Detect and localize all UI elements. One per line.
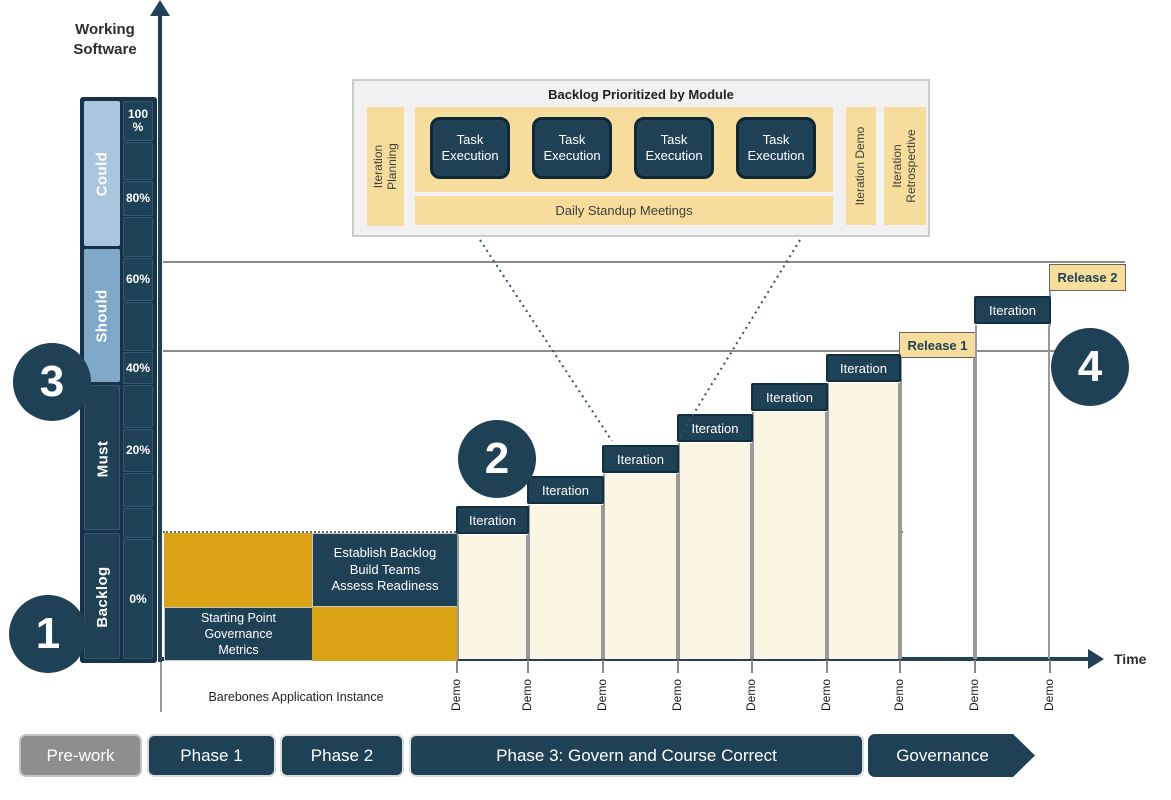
- demo-tick: [456, 660, 458, 673]
- step-marker-2: 2: [458, 420, 536, 498]
- starting-point-box: Starting Point Governance Metrics: [164, 607, 313, 661]
- step-marker-4: 4: [1051, 328, 1129, 406]
- scale-cell: 80%: [123, 181, 153, 216]
- iteration-box: Iteration: [677, 414, 753, 442]
- scale-cell: [123, 217, 153, 257]
- step-column: [603, 474, 678, 659]
- scale-cell: [123, 385, 153, 428]
- scale-cell: 40%: [123, 352, 153, 384]
- demo-tick: [899, 660, 901, 673]
- phase-bar-1: Pre-work: [19, 734, 142, 777]
- iteration-demo-label: Iteration Demo: [853, 126, 868, 206]
- demo-tick: [974, 660, 976, 673]
- x-axis-arrowhead-icon: [1088, 649, 1104, 669]
- task-execution-box: Task Execution: [532, 117, 612, 179]
- origin-tail-line: [160, 662, 162, 712]
- iteration-box: Iteration: [527, 476, 604, 504]
- task-execution-box: Task Execution: [634, 117, 714, 179]
- phase2-backlog-block: [312, 607, 458, 661]
- release-2-box: Release 2: [1049, 264, 1126, 291]
- phase1-backlog-block: [164, 533, 313, 607]
- scale-cell: [123, 473, 153, 507]
- priority-segment-must: Must: [84, 385, 120, 530]
- iteration-box: Iteration: [826, 354, 901, 382]
- demo-tick: [826, 660, 828, 673]
- scale-cell: 20%: [123, 429, 153, 472]
- iteration-planning-label: Iteration Planning: [370, 143, 399, 190]
- priority-segment-should: Should: [84, 249, 120, 382]
- demo-tick: [602, 660, 604, 673]
- x-axis-label: Time: [1114, 651, 1147, 667]
- iteration-box: Iteration: [456, 506, 529, 534]
- iteration-retrospective-label: Iteration Retrospective: [890, 129, 918, 203]
- phase-bar-4: Phase 3: Govern and Course Correct: [409, 734, 864, 777]
- establish-backlog-box: Establish Backlog Build Teams Assess Rea…: [312, 533, 458, 607]
- scale-cell: 60%: [123, 258, 153, 301]
- step-column: [900, 358, 975, 659]
- task-execution-box: Task Execution: [736, 117, 816, 179]
- x-axis-line: [158, 657, 1090, 661]
- phase-bar-5: Governance: [868, 734, 1035, 777]
- release-2-threshold-line: [163, 261, 1125, 263]
- y-axis-label: Working Software: [73, 21, 137, 58]
- release-1-box: Release 1: [899, 332, 976, 358]
- step-marker-1: 1: [9, 595, 87, 673]
- callout-title: Backlog Prioritized by Module: [548, 87, 734, 102]
- task-execution-box: Task Execution: [430, 117, 510, 179]
- scale-cell: [123, 302, 153, 351]
- scale-cell: [123, 142, 153, 180]
- iteration-planning-bar: Iteration Planning: [367, 107, 404, 226]
- x-axis-note: Barebones Application Instance: [208, 690, 384, 704]
- priority-segment-backlog: Backlog: [84, 533, 120, 659]
- iteration-demo-bar: Iteration Demo: [846, 107, 876, 225]
- demo-tick: [677, 660, 679, 673]
- priority-segment-could: Could: [84, 101, 120, 246]
- scale-cell: 0%: [123, 539, 153, 659]
- demo-tick: [527, 660, 529, 673]
- step-column: [752, 412, 827, 659]
- iteration-box: Iteration: [974, 296, 1051, 324]
- step-column: [528, 505, 603, 659]
- step-marker-3: 3: [13, 343, 91, 421]
- step-column: [678, 443, 752, 659]
- y-axis-arrowhead-icon: [150, 0, 170, 16]
- demo-tick: [1049, 660, 1051, 673]
- step-column: [827, 383, 900, 659]
- y-axis-line: [158, 12, 162, 662]
- iteration-box: Iteration: [602, 445, 679, 473]
- daily-standup-bar: Daily Standup Meetings: [415, 196, 833, 225]
- scale-cell: 100 %: [123, 101, 153, 141]
- iteration-retrospective-bar: Iteration Retrospective: [884, 107, 926, 225]
- iteration-box: Iteration: [751, 383, 828, 411]
- iteration-detail-callout: Backlog Prioritized by Module Iteration …: [352, 79, 930, 237]
- step-column: [975, 325, 1050, 659]
- demo-tick: [751, 660, 753, 673]
- scale-cell: [123, 508, 153, 538]
- step-column: [457, 535, 528, 659]
- phase-bar-2: Phase 1: [147, 734, 276, 777]
- release-1-threshold-line: [163, 350, 1125, 352]
- phase-bar-3: Phase 2: [280, 734, 404, 777]
